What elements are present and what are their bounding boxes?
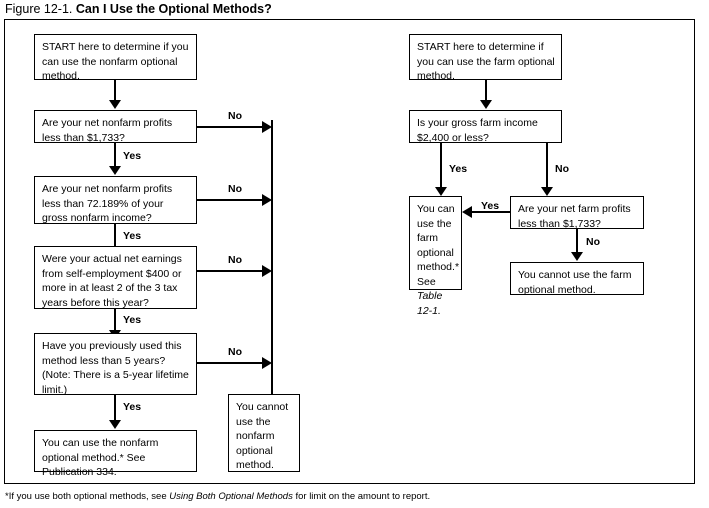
connector-farm-q2-yes	[472, 211, 510, 213]
farm-q1-box: Is your gross farm income $2,400 or less…	[409, 110, 562, 144]
farm-start-box: START here to determine if you can use t…	[409, 34, 562, 82]
arrow-nonfarm-q4-yes	[109, 420, 121, 429]
nonfarm-q1-box: Are your net nonfarm profits less than $…	[34, 110, 197, 144]
label-nonfarm-q3-yes: Yes	[123, 314, 142, 326]
label-nonfarm-q1-yes: Yes	[123, 150, 142, 162]
figure-frame	[4, 19, 695, 484]
connector-farm-q1-no	[546, 143, 548, 190]
nonfarm-q2-box: Are your net nonfarm profits less than 7…	[34, 176, 197, 224]
label-nonfarm-q2-yes: Yes	[123, 230, 142, 242]
page-title: Figure 12-1. Can I Use the Optional Meth…	[5, 1, 272, 17]
nonfarm-q4-box: Have you previously used this method les…	[34, 333, 197, 396]
label-nonfarm-q4-no: No	[228, 346, 242, 358]
arrow-nonfarm-q2-no	[262, 194, 272, 206]
connector-nonfarm-q2-no	[197, 199, 264, 201]
connector-nonfarm-q1-yes	[114, 143, 116, 169]
label-farm-q2-no: No	[586, 236, 600, 248]
label-nonfarm-q1-no: No	[228, 110, 242, 122]
label-nonfarm-q4-yes: Yes	[123, 401, 142, 413]
arrow-nonfarm-q3-no	[262, 265, 272, 277]
label-farm-q1-no: No	[555, 163, 569, 175]
arrow-farm-q1-yes	[435, 187, 447, 196]
figure-number: Figure 12-1.	[5, 2, 73, 16]
label-farm-q1-yes: Yes	[449, 163, 468, 175]
footnote-italic-ref: Using Both Optional Methods	[169, 491, 293, 502]
nonfarm-no-outcome-box: You cannot use the nonfarm optional meth…	[228, 394, 300, 472]
label-nonfarm-q3-no: No	[228, 254, 242, 266]
connector-nonfarm-q2-yes	[114, 224, 116, 249]
connector-nonfarm-q3-no	[197, 270, 264, 272]
connector-nonfarm-no-rail	[271, 120, 273, 395]
connector-farm-q1-yes	[440, 143, 442, 190]
footnote: *If you use both optional methods, see U…	[5, 490, 430, 503]
nonfarm-q3-box: Were your actual net earnings from self-…	[34, 246, 197, 309]
arrow-farm-start-to-q1	[480, 100, 492, 109]
farm-yes-outcome-table-ref: Table 12-1.	[417, 290, 443, 317]
connector-farm-q2-no	[576, 229, 578, 255]
arrow-nonfarm-start-to-q1	[109, 100, 121, 109]
nonfarm-start-box: START here to determine if you can use t…	[34, 34, 197, 82]
arrow-nonfarm-q4-no	[262, 357, 272, 369]
connector-nonfarm-start-to-q1	[114, 80, 116, 103]
farm-yes-outcome-box: You can use the farm optional method.* S…	[409, 196, 462, 317]
arrow-nonfarm-q1-yes	[109, 166, 121, 175]
arrow-farm-q1-no	[541, 187, 553, 196]
connector-nonfarm-q4-no	[197, 362, 264, 364]
farm-q2-box: Are your net farm profits less than $1,7…	[510, 196, 644, 230]
arrow-nonfarm-q1-no	[262, 121, 272, 133]
nonfarm-yes-outcome-box: You can use the nonfarm optional method.…	[34, 430, 197, 478]
label-nonfarm-q2-no: No	[228, 183, 242, 195]
figure-title-text: Can I Use the Optional Methods?	[75, 2, 272, 16]
arrow-farm-q2-yes	[462, 206, 472, 218]
arrow-farm-q2-no	[571, 252, 583, 261]
farm-no-outcome-box: You cannot use the farm optional method.	[510, 262, 644, 296]
connector-nonfarm-q4-yes	[114, 395, 116, 423]
farm-yes-outcome-text: You can use the farm optional method.* S…	[417, 203, 460, 288]
label-farm-q2-yes: Yes	[481, 200, 500, 212]
connector-nonfarm-q1-no	[197, 126, 264, 128]
footnote-pre: *If you use both optional methods, see	[5, 491, 170, 502]
connector-farm-start-to-q1	[485, 80, 487, 103]
footnote-post: for limit on the amount to report.	[292, 491, 431, 502]
connector-nonfarm-q3-yes	[114, 309, 116, 333]
